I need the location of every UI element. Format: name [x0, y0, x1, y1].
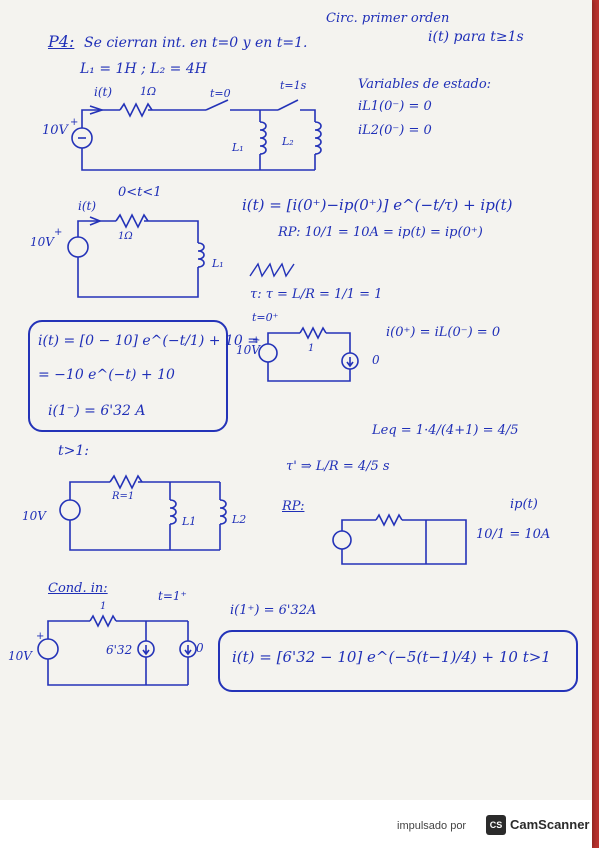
circuit-diagram-2: [67, 213, 205, 298]
inductor-l2: [314, 121, 322, 155]
result-box-1: [28, 320, 228, 432]
result1-line3: i(1⁻) = 6'32 A: [48, 403, 146, 419]
switch-t1: [277, 99, 299, 111]
ip-value: 10/1 = 10A: [476, 527, 551, 542]
circuit5-resistor: 1: [100, 601, 107, 612]
problem-label: P4:: [48, 32, 75, 51]
switch-t0: [205, 99, 229, 111]
state-var-il1: iL1(0⁻) = 0: [358, 99, 432, 114]
circuit2-current: i(t): [78, 199, 97, 213]
scanner-footer: impulsado por CS CamScanner: [0, 800, 592, 848]
problem-statement: Se cierran int. en t=0 y en t=1.: [84, 35, 308, 51]
circuit1-l1: L₁: [232, 141, 244, 154]
i1-plus: i(1⁺) = 6'32A: [230, 603, 317, 618]
inductor-l1: [259, 121, 267, 155]
interval-label-1: 0<t<1: [118, 185, 162, 200]
circuit1-switch1: t=0: [210, 87, 231, 100]
circuit2-inductor: L₁: [212, 257, 224, 270]
notebook-sheet: Circ. primer orden P4: Se cierran int. e…: [8, 11, 578, 692]
circuit1-l2: L₂: [282, 135, 294, 148]
rp2-label: RP:: [282, 499, 305, 514]
tau-prime: τ' ⇒ L/R = 4/5 s: [286, 459, 390, 474]
circuit5-cs2: 0: [196, 641, 204, 655]
circuit-diagram-3: [258, 326, 359, 382]
scribble: [249, 262, 295, 278]
circuit2-plus: +: [54, 227, 63, 238]
circuit4-l1: L1: [182, 515, 197, 528]
t-zero-plus: t=0⁺: [252, 311, 279, 324]
tau-line: τ: τ = L/R = 1/1 = 1: [250, 287, 383, 302]
circuit-diagram-rp: [332, 513, 467, 565]
header-note: Circ. primer orden: [326, 11, 450, 26]
circuit3-current-source: 0: [372, 353, 380, 367]
circuit5-cs1: 6'32: [106, 643, 133, 657]
circuit-diagram-1: [71, 99, 322, 171]
result1-line2: = −10 e^(−t) + 10: [38, 367, 175, 383]
leq-expression: Leq = 1·4/(4+1) = 4/5: [372, 423, 519, 438]
circuit1-resistor: 1Ω: [140, 85, 157, 98]
t1-plus: t=1⁺: [158, 589, 187, 603]
circuit-diagram-5: [37, 614, 197, 686]
circuit3-source: 10V: [236, 343, 260, 357]
powered-by-text: impulsado por: [397, 820, 467, 832]
final-answer-box: [218, 630, 578, 692]
circuit2-source: 10V: [30, 235, 54, 249]
inductance-values: L₁ = 1H ; L₂ = 4H: [80, 61, 207, 77]
circuit-diagram-4: [59, 474, 227, 551]
circuit3-resistor: 1: [308, 343, 315, 354]
circuit3-plus: +: [252, 335, 261, 346]
brand-name: CamScanner: [510, 817, 590, 832]
circuit4-source: 10V: [22, 509, 46, 523]
circuit1-current: i(t): [94, 85, 113, 99]
circuit4-resistor: R=1: [112, 491, 135, 502]
camscanner-logo-icon: CS: [486, 815, 506, 835]
circuit1-plus: +: [70, 117, 79, 128]
goal-text: i(t) para t≥1s: [428, 29, 524, 45]
resistor-1: [119, 102, 153, 118]
state-var-il2: iL2(0⁻) = 0: [358, 123, 432, 138]
result1-line1: i(t) = [0 − 10] e^(−t/1) + 10 =: [38, 333, 259, 349]
rp-line: RP: 10/1 = 10A = ip(t) = ip(0⁺): [278, 225, 483, 240]
circuit2-resistor: 1Ω: [118, 231, 133, 242]
interval-label-2: t>1:: [58, 443, 89, 459]
cond-label: Cond. in:: [48, 581, 108, 596]
state-vars-title: Variables de estado:: [358, 77, 492, 92]
general-solution: i(t) = [i(0⁺)−ip(0⁺)] e^(−t/τ) + ip(t): [242, 196, 513, 214]
circuit5-source: 10V: [8, 649, 32, 663]
i0-plus: i(0⁺) = iL(0⁻) = 0: [386, 325, 501, 340]
final-answer: i(t) = [6'32 − 10] e^(−5(t−1)/4) + 10 t>…: [232, 648, 551, 666]
circuit1-source: 10V: [42, 123, 68, 138]
circuit1-switch2: t=1s: [280, 79, 307, 92]
circuit5-plus: +: [36, 631, 45, 642]
circuit4-l2: L2: [232, 513, 247, 526]
ip-label: ip(t): [510, 497, 538, 512]
